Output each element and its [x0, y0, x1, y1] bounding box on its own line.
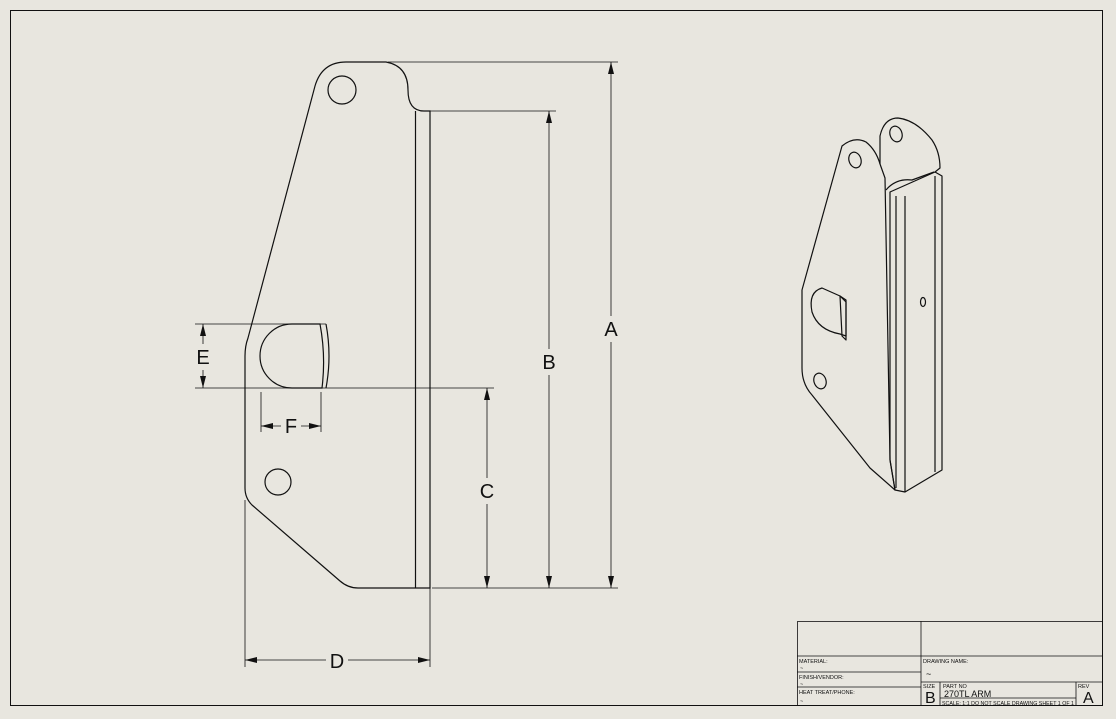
finish-value: ~	[800, 682, 803, 688]
rev-value: A	[1083, 690, 1094, 707]
size-label: SIZE	[923, 684, 936, 690]
size-value: B	[925, 690, 936, 707]
front-view	[244, 61, 431, 589]
material-value: ~	[800, 666, 803, 672]
sheet-border	[10, 10, 1103, 706]
part-outline	[244, 61, 431, 589]
dim-a-label: A	[604, 319, 618, 341]
dimensions	[192, 61, 622, 673]
drawing-name-label: DRAWING NAME:	[923, 659, 969, 665]
finish-label: FINISH/VENDOR:	[799, 675, 844, 681]
dim-e-label: E	[196, 347, 209, 369]
drawing-name-value: ~	[926, 669, 931, 679]
isometric-view	[801, 117, 943, 493]
dim-f-label: F	[285, 416, 297, 438]
material-label: MATERIAL:	[799, 659, 828, 665]
top-mounting-hole	[327, 75, 357, 105]
heat-treat-value: ~	[800, 699, 803, 705]
scale-text: SCALE: 1:1 DO NOT SCALE DRAWING SHEET 1 …	[942, 701, 1074, 707]
bottom-mounting-hole	[264, 468, 292, 496]
dim-d-label: D	[330, 651, 344, 673]
rev-label: REV	[1078, 684, 1090, 690]
title-block	[797, 621, 1103, 706]
dim-b-label: B	[542, 352, 555, 374]
heat-treat-label: HEAT TREAT/PHONE:	[799, 690, 855, 696]
part-no-value: 270TL ARM	[944, 689, 991, 699]
d-slot	[259, 323, 325, 389]
dim-c-label: C	[480, 481, 494, 503]
part-no-label: PART NO	[943, 684, 968, 690]
d-slot-inner-edge	[325, 323, 330, 389]
